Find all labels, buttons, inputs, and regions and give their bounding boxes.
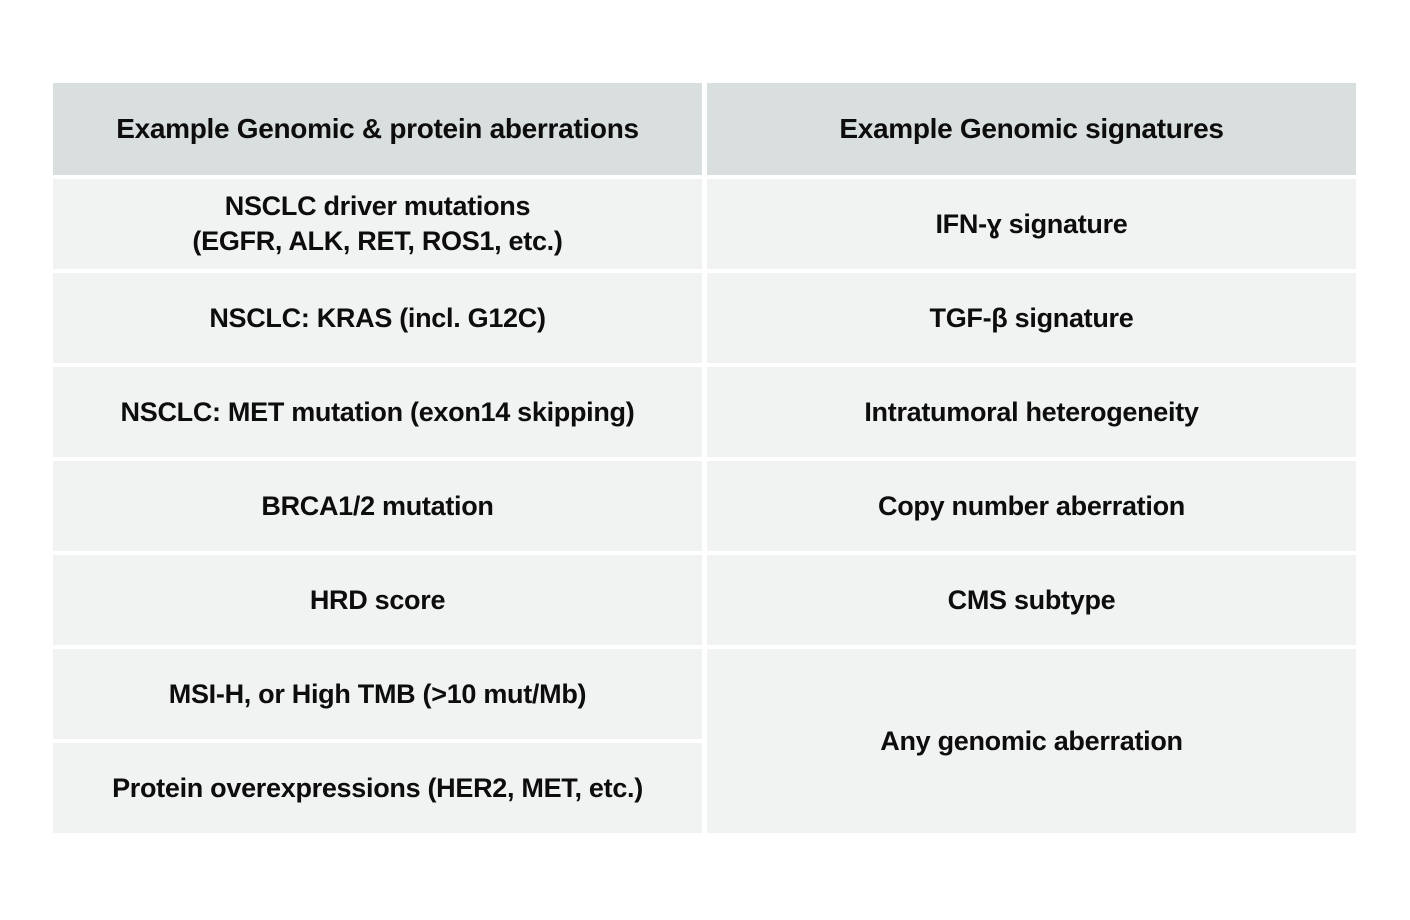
table-cell-left-msi-h-tmb: MSI-H, or High TMB (>10 mut/Mb) [53, 649, 702, 739]
table-cell-left-kras: NSCLC: KRAS (incl. G12C) [53, 273, 702, 363]
table-cell-left-nsclc-driver-mutations: NSCLC driver mutations (EGFR, ALK, RET, … [53, 179, 702, 269]
column-header-aberrations: Example Genomic & protein aberrations [53, 83, 702, 175]
table-cell-right-intratumoral-heterogeneity: Intratumoral heterogeneity [707, 367, 1356, 457]
table-cell-right-tgf-beta-signature: TGF-β signature [707, 273, 1356, 363]
table-cell-right-ifn-gamma-signature: IFN-ɣ signature [707, 179, 1356, 269]
column-header-signatures: Example Genomic signatures [707, 83, 1356, 175]
table-cell-left-hrd-score: HRD score [53, 555, 702, 645]
table-cell-left-protein-overexpressions: Protein overexpressions (HER2, MET, etc.… [53, 743, 702, 833]
table-cell-right-any-genomic-aberration: Any genomic aberration [707, 649, 1356, 833]
table-cell-right-copy-number-aberration: Copy number aberration [707, 461, 1356, 551]
table-cell-right-cms-subtype: CMS subtype [707, 555, 1356, 645]
genomic-aberrations-table: Example Genomic & protein aberrations Ex… [53, 83, 1356, 835]
table-cell-left-brca-mutation: BRCA1/2 mutation [53, 461, 702, 551]
table-cell-left-met-mutation: NSCLC: MET mutation (exon14 skipping) [53, 367, 702, 457]
